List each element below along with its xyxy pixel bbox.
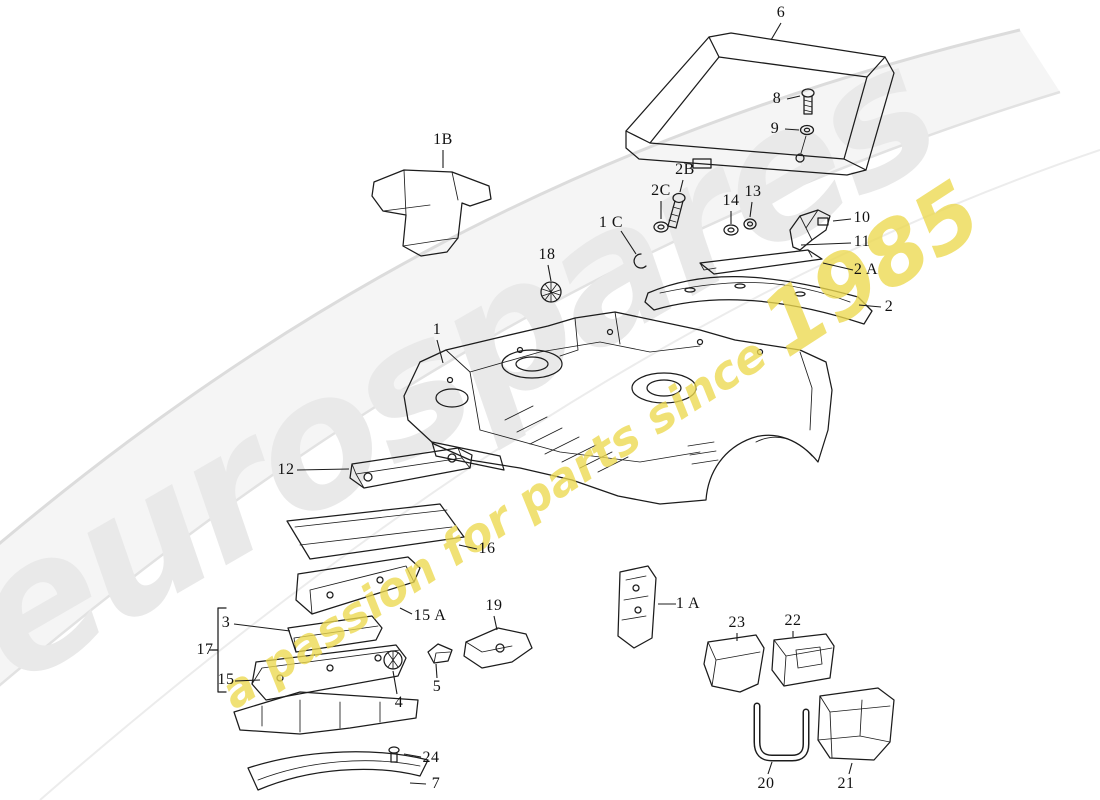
leader-line-11: [800, 242, 852, 246]
part-15-panel: [251, 644, 407, 701]
part-23-bracket: [703, 634, 765, 693]
part-10-11-bracket: [789, 209, 831, 251]
part-1b-duct: [371, 169, 492, 257]
part-5-clip: [427, 643, 453, 664]
part-3-bracket: [287, 615, 383, 653]
part-15a-reinforcement: [295, 556, 421, 615]
part-18-grommet: [540, 281, 562, 303]
part-2-cowl-panel: [644, 276, 873, 325]
leader-line-1C: [620, 230, 637, 255]
leader-line-2B: [679, 179, 684, 193]
leader-line-18: [547, 264, 552, 282]
leader-line-19: [493, 615, 498, 631]
part-front-valance: [233, 691, 419, 735]
leader-line-4: [392, 670, 398, 695]
part-2a-rail: [699, 249, 823, 275]
part-19-bracket: [463, 627, 533, 669]
part-nut-9: [799, 124, 815, 136]
part-21-bracket: [817, 687, 895, 761]
leader-line-12: [296, 468, 350, 471]
leader-line-1: [436, 339, 444, 364]
leader-line-15: [234, 679, 261, 682]
part-2b-screw: [667, 192, 686, 229]
leader-line-2: [858, 304, 882, 308]
leader-line-13: [749, 201, 753, 218]
part-13-nut: [743, 218, 757, 230]
leader-line-5: [435, 663, 438, 679]
part-16-panel: [286, 503, 465, 560]
part-22-bracket: [771, 633, 835, 687]
part-12-crossmember: [349, 447, 473, 489]
part-1a-bracket: [617, 565, 657, 649]
part-windshield-frame: [625, 32, 895, 176]
part-screw-8: [801, 88, 815, 115]
leader-line-21: [848, 762, 853, 775]
leader-line-16: [458, 544, 478, 550]
leader-line-3: [233, 623, 291, 632]
part-14-washer: [723, 224, 739, 236]
part-2c-washer: [653, 221, 669, 233]
part-1c-clip: [633, 253, 647, 269]
part-20-hook: [753, 702, 810, 762]
leader-line-20: [767, 761, 773, 775]
part-4-grommet: [383, 650, 403, 670]
leader-line-24: [403, 753, 422, 758]
leader-line-6: [770, 22, 782, 41]
leader-line-10: [832, 218, 852, 222]
leader-line-7: [409, 782, 427, 785]
part-7-spoiler-lip: [247, 751, 429, 791]
leader-line-2A: [822, 262, 854, 271]
leader-line-8: [786, 95, 801, 100]
leader-line-9: [784, 128, 800, 131]
leader-line-15A: [399, 607, 413, 615]
